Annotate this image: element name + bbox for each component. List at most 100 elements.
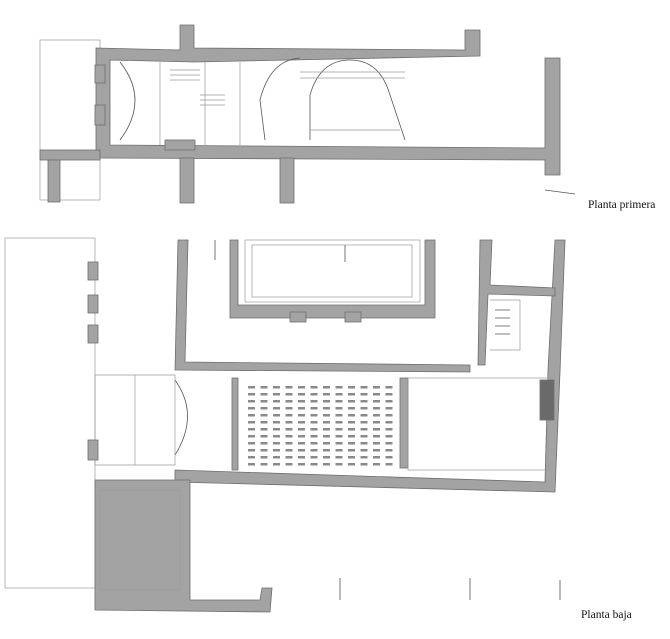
seat <box>248 421 255 424</box>
seat <box>260 449 268 452</box>
stair-steps <box>170 69 225 106</box>
stage-area <box>407 377 549 471</box>
seat <box>260 435 268 438</box>
horseshoe-balcony <box>309 59 406 141</box>
seat <box>348 449 355 452</box>
partition-lines <box>159 62 241 145</box>
seat <box>285 393 293 396</box>
seat <box>373 414 380 417</box>
pier <box>344 311 362 323</box>
seat <box>360 414 368 417</box>
seat <box>273 435 280 438</box>
seat <box>385 435 393 438</box>
seat <box>360 442 368 445</box>
tower-stair-steps <box>495 309 510 335</box>
seat <box>273 393 280 396</box>
plan-label-upper: Planta primera <box>588 199 656 211</box>
seat <box>323 407 330 410</box>
seat <box>310 407 318 410</box>
seat <box>360 400 368 403</box>
seat <box>348 456 355 459</box>
seat <box>323 449 330 452</box>
seat <box>310 435 318 438</box>
window-pier <box>87 439 99 461</box>
seat <box>373 428 380 431</box>
seat <box>360 393 368 396</box>
seat <box>285 456 293 459</box>
seat <box>348 407 355 410</box>
seat <box>323 414 330 417</box>
seat <box>335 463 343 466</box>
seat <box>273 449 280 452</box>
seat <box>348 463 355 466</box>
seat <box>373 386 380 389</box>
seat <box>285 414 293 417</box>
seat <box>248 393 255 396</box>
wall-segment <box>164 139 196 151</box>
lobby-rooms <box>94 374 176 466</box>
seat <box>310 386 318 389</box>
lower-wing-wall <box>94 479 273 613</box>
seat <box>298 456 305 459</box>
seat <box>285 407 293 410</box>
seat <box>310 442 318 445</box>
seat <box>285 428 293 431</box>
wall-segment <box>39 149 101 161</box>
seat <box>260 407 268 410</box>
seat <box>248 463 255 466</box>
seat <box>273 463 280 466</box>
seat <box>335 400 343 403</box>
seat <box>273 400 280 403</box>
seat <box>273 421 280 424</box>
seat <box>385 463 393 466</box>
seat <box>385 400 393 403</box>
seat <box>348 435 355 438</box>
seat <box>335 407 343 410</box>
seat <box>285 449 293 452</box>
seat <box>260 414 268 417</box>
seat <box>298 442 305 445</box>
courtyard-inner <box>251 244 413 298</box>
seat <box>335 386 343 389</box>
seat <box>260 393 268 396</box>
seat <box>248 428 255 431</box>
seat <box>360 386 368 389</box>
seat <box>285 421 293 424</box>
tower-wall <box>477 239 556 366</box>
seat <box>348 386 355 389</box>
seat <box>360 421 368 424</box>
seat <box>285 463 293 466</box>
seat <box>260 456 268 459</box>
seat <box>310 414 318 417</box>
balcony-lines <box>300 71 405 131</box>
plan-label-ground: Planta baja <box>581 609 632 621</box>
seat <box>323 386 330 389</box>
seat <box>298 393 305 396</box>
seat <box>285 442 293 445</box>
seat <box>360 456 368 459</box>
seat <box>298 407 305 410</box>
ground-floor-plan <box>4 237 566 613</box>
seat <box>260 463 268 466</box>
seat <box>310 428 318 431</box>
seat <box>348 400 355 403</box>
seat <box>385 407 393 410</box>
seat <box>373 449 380 452</box>
seat <box>323 421 330 424</box>
seat <box>385 428 393 431</box>
wall-segment <box>279 157 295 204</box>
seat <box>360 407 368 410</box>
seat <box>248 414 255 417</box>
seat <box>385 449 393 452</box>
seat <box>298 449 305 452</box>
seat <box>298 414 305 417</box>
stage-wall <box>399 377 409 469</box>
seat <box>260 421 268 424</box>
seat <box>373 421 380 424</box>
seat <box>373 456 380 459</box>
seat <box>373 435 380 438</box>
seat <box>285 386 293 389</box>
seat <box>248 435 255 438</box>
seat <box>335 393 343 396</box>
corridor-wall <box>174 239 471 373</box>
